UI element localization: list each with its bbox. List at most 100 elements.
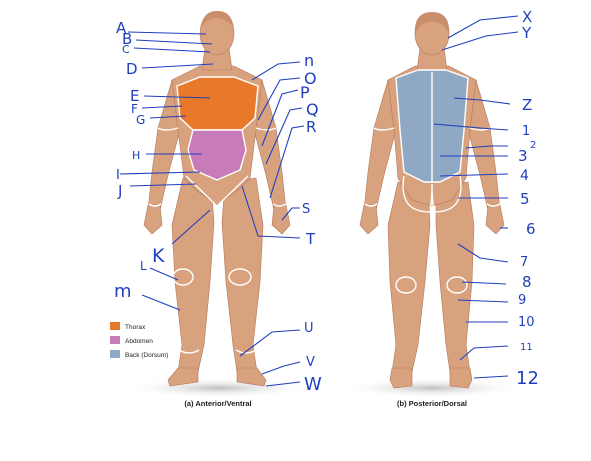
label-5: 5	[520, 190, 530, 208]
leader-l	[149, 267, 179, 281]
label-f: F	[131, 102, 138, 116]
leader-1	[433, 123, 509, 131]
label-9: 9	[518, 293, 526, 308]
label-x: X	[522, 8, 532, 26]
anterior-annotations: A B C D E F G H I J K L m n O P Q R S	[114, 19, 322, 395]
abdomen-region	[187, 129, 247, 181]
legend-label-back: Back (Dorsum)	[125, 352, 168, 359]
leader-n	[251, 61, 301, 81]
leader-e	[143, 95, 211, 99]
label-6: 6	[526, 220, 536, 238]
leader-11	[459, 345, 509, 361]
anterior-left-foot	[236, 367, 267, 387]
label-a: A	[116, 19, 127, 37]
anterior-right-hand	[143, 204, 163, 235]
anterior-wrist-outlines	[148, 203, 287, 207]
posterior-left-knee-outline	[395, 276, 417, 294]
anterior-pelvic-outline	[185, 175, 249, 207]
label-i: I	[116, 168, 120, 183]
label-h: H	[132, 149, 140, 162]
leader-m	[141, 294, 181, 311]
label-b: B	[122, 30, 132, 48]
leader-8	[461, 281, 507, 285]
leader-p	[261, 89, 299, 147]
label-3: 3	[518, 147, 528, 165]
leader-f	[141, 105, 183, 109]
thorax-region	[176, 76, 259, 131]
anterior-right-knee-outline	[172, 268, 194, 286]
label-d: D	[126, 60, 138, 78]
posterior-figure	[359, 12, 505, 389]
caption-posterior: (b) Posterior/Dorsal	[397, 399, 467, 408]
leader-b	[135, 39, 213, 45]
gluteal-outline	[402, 175, 462, 213]
label-8: 8	[522, 273, 532, 291]
label-p: P	[300, 83, 310, 102]
label-g: G	[136, 113, 145, 127]
label-2: 2	[530, 140, 536, 151]
leader-t	[241, 185, 301, 239]
anterior-left-hand	[271, 204, 291, 235]
posterior-left-foot	[389, 367, 413, 389]
label-12: 12	[516, 368, 539, 389]
posterior-wrist-outlines	[364, 203, 501, 207]
leader-w	[265, 381, 301, 387]
legend-swatch-thorax	[110, 322, 120, 330]
leader-v	[261, 361, 301, 375]
label-10: 10	[518, 315, 535, 330]
posterior-annotations: X Y Z 1 2 3 4 5 6 7 8 9 10 11 12	[433, 8, 539, 389]
label-n: n	[304, 51, 314, 70]
label-t: T	[305, 230, 316, 248]
leader-a	[127, 31, 207, 35]
leader-2	[465, 145, 508, 149]
label-11: 11	[520, 342, 533, 353]
anterior-right-foot	[167, 367, 199, 387]
posterior-hair	[414, 12, 450, 36]
label-1: 1	[522, 124, 530, 139]
anterior-hair	[200, 10, 234, 28]
posterior-right-knee-outline	[446, 276, 468, 294]
floor-shadow-anterior	[123, 378, 313, 398]
legend-swatch-back	[110, 350, 120, 358]
leader-y	[441, 31, 519, 51]
leader-c	[133, 47, 211, 53]
leader-q	[265, 107, 303, 165]
posterior-right-foot	[449, 367, 473, 389]
legend-label-abdomen: Abdomen	[125, 338, 153, 345]
label-y: Y	[521, 24, 532, 42]
legend-label-thorax: Thorax	[125, 324, 146, 331]
leader-g	[149, 115, 187, 119]
leader-k	[171, 209, 211, 245]
anterior-left-knee-outline	[228, 268, 252, 286]
posterior-right-hand	[485, 204, 505, 235]
label-l: L	[140, 259, 147, 273]
label-4: 4	[520, 168, 529, 184]
leader-o	[257, 77, 301, 121]
label-j: J	[117, 182, 122, 200]
anterior-elbow-outlines	[157, 127, 277, 131]
label-k: K	[152, 245, 165, 267]
label-c: C	[122, 43, 130, 56]
label-s: S	[302, 202, 310, 217]
label-7: 7	[520, 255, 528, 270]
posterior-left-hand	[359, 204, 379, 235]
leader-i	[119, 171, 201, 175]
label-w: W	[304, 374, 322, 395]
label-m: m	[114, 281, 132, 302]
leader-d	[141, 63, 214, 69]
leader-4	[439, 173, 509, 177]
label-u: U	[304, 321, 314, 336]
anterior-ankle-outlines	[178, 349, 257, 354]
leader-j	[129, 183, 197, 187]
leader-s	[281, 207, 300, 221]
caption-anterior: (a) Anterior/Ventral	[184, 399, 251, 408]
leader-r	[269, 125, 305, 199]
floor-shadow-posterior	[342, 378, 522, 398]
leader-z	[453, 97, 511, 105]
leader-x	[447, 15, 519, 39]
leader-9	[457, 299, 509, 303]
anterior-figure	[143, 10, 291, 387]
label-o: O	[304, 69, 317, 88]
label-q: Q	[306, 100, 319, 119]
